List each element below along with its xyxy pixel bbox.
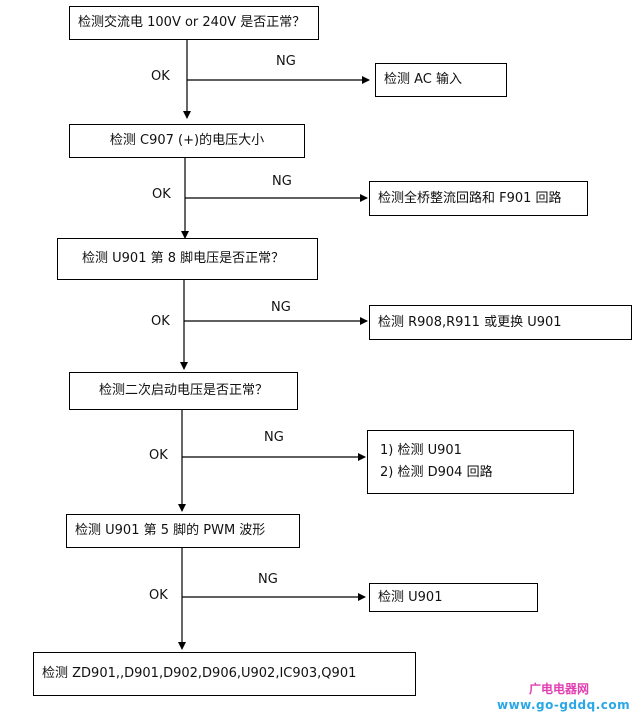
fail-1-text: 检测 AC 输入 — [384, 72, 463, 87]
fail-box-3: 检测 R908,R911 或更换 U901 — [369, 305, 632, 340]
step-1-box: 检测交流电 100V or 240V 是否正常？ — [69, 6, 319, 40]
watermark-url: www.go-gddq.com — [497, 698, 631, 712]
step-5-text: 检测 U901 第 5 脚的 PWM 波形 — [75, 523, 266, 538]
ng-label-3: NG — [271, 300, 291, 315]
step-2-box: 检测 C907 (+)的电压大小 — [69, 124, 305, 158]
step-3-text: 检测 U901 第 8 脚电压是否正常？ — [82, 251, 285, 266]
ng-label-4: NG — [264, 430, 284, 445]
step-4-box: 检测二次启动电压是否正常？ — [69, 372, 298, 410]
step-4-text: 检测二次启动电压是否正常？ — [98, 383, 268, 398]
ng-label-2: NG — [272, 174, 292, 189]
fail-box-1: 检测 AC 输入 — [375, 63, 507, 97]
step-3-box: 检测 U901 第 8 脚电压是否正常？ — [57, 238, 318, 280]
ng-label-5: NG — [258, 572, 278, 587]
step-1-text: 检测交流电 100V or 240V 是否正常？ — [78, 15, 306, 30]
fail-3-text: 检测 R908,R911 或更换 U901 — [378, 314, 562, 330]
fail-2-text: 检测全桥整流回路和 F901 回路 — [378, 190, 562, 206]
fail-box-4: 1) 检测 U901 2) 检测 D904 回路 — [367, 430, 574, 494]
fail-5-text: 检测 U901 — [378, 589, 443, 605]
ok-label-3: OK — [151, 314, 170, 329]
final-box: 检测 ZD901,,D901,D902,D906,U902,IC903,Q901 — [33, 652, 416, 696]
ok-label-1: OK — [151, 69, 170, 84]
fail-box-5: 检测 U901 — [369, 583, 538, 612]
final-text: 检测 ZD901,,D901,D902,D906,U902,IC903,Q901 — [42, 666, 357, 681]
watermark-site-name: 广电电器网 — [529, 682, 590, 696]
fail-box-2: 检测全桥整流回路和 F901 回路 — [369, 181, 588, 216]
fail-4-line-1: 1) 检测 U901 — [380, 443, 462, 458]
ok-label-2: OK — [152, 187, 171, 202]
step-2-text: 检测 C907 (+)的电压大小 — [109, 133, 265, 148]
ok-label-4: OK — [149, 448, 168, 463]
ok-label-5: OK — [149, 588, 168, 603]
step-5-box: 检测 U901 第 5 脚的 PWM 波形 — [66, 514, 300, 548]
fail-4-line-2: 2) 检测 D904 回路 — [380, 465, 493, 480]
ng-label-1: NG — [276, 54, 296, 69]
